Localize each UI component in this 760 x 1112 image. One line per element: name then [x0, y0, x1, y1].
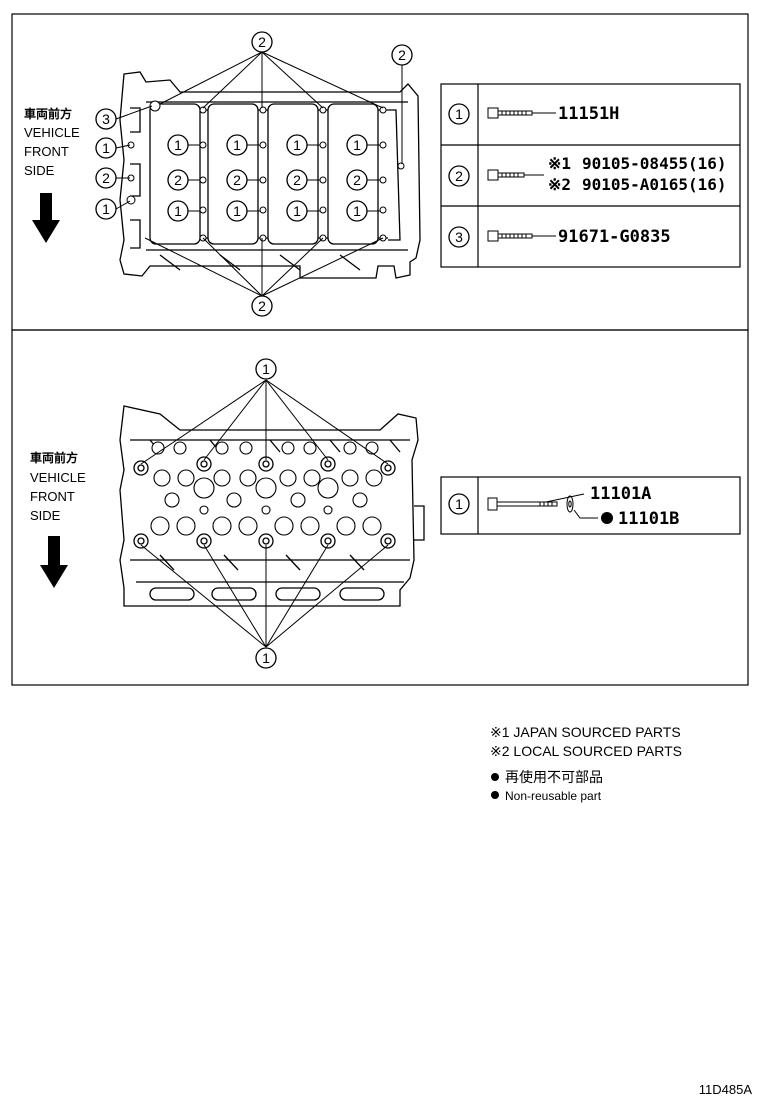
- bottom-direction-line1: VEHICLE: [30, 470, 86, 485]
- bottom-callouts: 1 1: [255, 358, 277, 669]
- legend-row-1-part: 11151H: [558, 104, 619, 124]
- top-direction-line1: VEHICLE: [24, 125, 80, 140]
- note-non-reusable-jp: 再使用不可部品: [505, 769, 603, 785]
- svg-text:1: 1: [293, 203, 301, 219]
- legend-row-3-part: 91671-G0835: [558, 227, 671, 247]
- bottom-direction-line2: FRONT: [30, 489, 75, 504]
- legend-row-1: 1 11151H: [448, 103, 619, 125]
- svg-text:2: 2: [258, 298, 266, 314]
- non-reusable-dot-icon: [491, 791, 499, 799]
- non-reusable-dot-icon: [491, 773, 499, 781]
- cylinder-head-ports: [150, 441, 383, 536]
- illustration-code: 11D485A: [699, 1082, 753, 1097]
- svg-text:1: 1: [174, 203, 182, 219]
- notes: ※1 JAPAN SOURCED PARTS ※2 LOCAL SOURCED …: [490, 724, 682, 803]
- bolt-icon: [487, 107, 533, 119]
- callout-1-row3-d: 1: [346, 200, 368, 222]
- note-non-reusable-en: Non-reusable part: [505, 789, 602, 803]
- note-local-sourced: ※2 LOCAL SOURCED PARTS: [490, 743, 682, 759]
- top-direction-line2: FRONT: [24, 144, 69, 159]
- svg-text:3: 3: [102, 111, 110, 127]
- legend-row-2-mark2: ※2: [548, 175, 571, 194]
- callout-1-row1-a: 1: [167, 134, 189, 156]
- bottom-leader-lines: [140, 379, 389, 648]
- bottom-front-arrow-icon: [40, 536, 68, 588]
- callout-2-top: 2: [251, 31, 273, 53]
- callout-1-row3-c: 1: [286, 200, 308, 222]
- non-reusable-dot-icon: [601, 512, 613, 524]
- callout-1-row1-d: 1: [346, 134, 368, 156]
- svg-text:2: 2: [293, 172, 301, 188]
- svg-text:2: 2: [353, 172, 361, 188]
- svg-text:1: 1: [174, 137, 182, 153]
- svg-text:1: 1: [353, 203, 361, 219]
- callout-2-right: 2: [391, 44, 413, 66]
- legend-row-3-num: 3: [455, 229, 463, 245]
- svg-text:2: 2: [258, 34, 266, 50]
- svg-text:2: 2: [102, 170, 110, 186]
- svg-text:1: 1: [233, 203, 241, 219]
- callout-1-row1-c: 1: [286, 134, 308, 156]
- bottom-panel-frame: [11, 329, 749, 686]
- cylinder-head-bolt-holes: [133, 456, 396, 549]
- head-bolt-icon: [487, 495, 574, 513]
- legend-row-2: 2 ※1 90105-08455(16) ※2 90105-A0165(16): [448, 154, 727, 194]
- callout-2-row2-c: 2: [286, 169, 308, 191]
- legend-row-1-num: 1: [455, 106, 463, 122]
- top-direction-jp: 車両前方: [24, 106, 72, 121]
- top-leader-lines: [115, 51, 403, 297]
- legend-row-2-num: 2: [455, 168, 463, 184]
- svg-text:1: 1: [293, 137, 301, 153]
- svg-text:2: 2: [233, 172, 241, 188]
- callout-3-left: 3: [95, 108, 117, 130]
- svg-text:2: 2: [398, 47, 406, 63]
- callout-2-row2-a: 2: [167, 169, 189, 191]
- callout-2-bottom: 2: [251, 295, 273, 317]
- callout-1-row3-a: 1: [167, 200, 189, 222]
- callout-1-left-a: 1: [95, 137, 117, 159]
- svg-text:2: 2: [174, 172, 182, 188]
- bottom-legend-part-a: 11101A: [590, 484, 651, 504]
- top-front-arrow-icon: [32, 193, 60, 243]
- note-japan-sourced: ※1 JAPAN SOURCED PARTS: [490, 724, 681, 740]
- svg-text:1: 1: [262, 650, 270, 666]
- bottom-legend-part-b: 11101B: [618, 509, 679, 529]
- cylinder-head-drawing: [119, 405, 425, 607]
- svg-text:1: 1: [102, 140, 110, 156]
- svg-text:1: 1: [233, 137, 241, 153]
- legend-row-3: 3 91671-G0835: [448, 226, 671, 248]
- callout-1-left-b: 1: [95, 198, 117, 220]
- legend-row-2-part2: 90105-A0165(16): [582, 175, 727, 194]
- legend-row-2-mark1: ※1: [548, 154, 571, 173]
- callout-2-left: 2: [95, 167, 117, 189]
- bottom-legend-table: 1 11101A 11101B: [440, 476, 741, 535]
- svg-text:1: 1: [102, 201, 110, 217]
- bottom-legend-num: 1: [455, 496, 463, 512]
- callout-2-row2-d: 2: [346, 169, 368, 191]
- callout-1-head-top: 1: [255, 358, 277, 380]
- bolt-icon: [487, 169, 525, 181]
- svg-text:1: 1: [262, 361, 270, 377]
- top-direction-line3: SIDE: [24, 163, 55, 178]
- callout-1-head-bottom: 1: [255, 647, 277, 669]
- svg-text:1: 1: [353, 137, 361, 153]
- callout-2-row2-b: 2: [226, 169, 248, 191]
- top-legend-table: 1 11151H 2 ※1 90105-08455(16) ※2 90105-A…: [440, 83, 741, 268]
- top-callouts: 2 2 2 3 1 2 1 1 1 1 1 2 2 2 2 1 1 1 1: [95, 31, 413, 317]
- legend-row-2-part1: 90105-08455(16): [582, 154, 727, 173]
- callout-1-row1-b: 1: [226, 134, 248, 156]
- bottom-direction-line3: SIDE: [30, 508, 61, 523]
- bolt-icon: [487, 230, 533, 242]
- camshaft-housing-drawing: [119, 71, 421, 279]
- callout-1-row3-b: 1: [226, 200, 248, 222]
- bottom-direction-jp: 車両前方: [30, 450, 78, 465]
